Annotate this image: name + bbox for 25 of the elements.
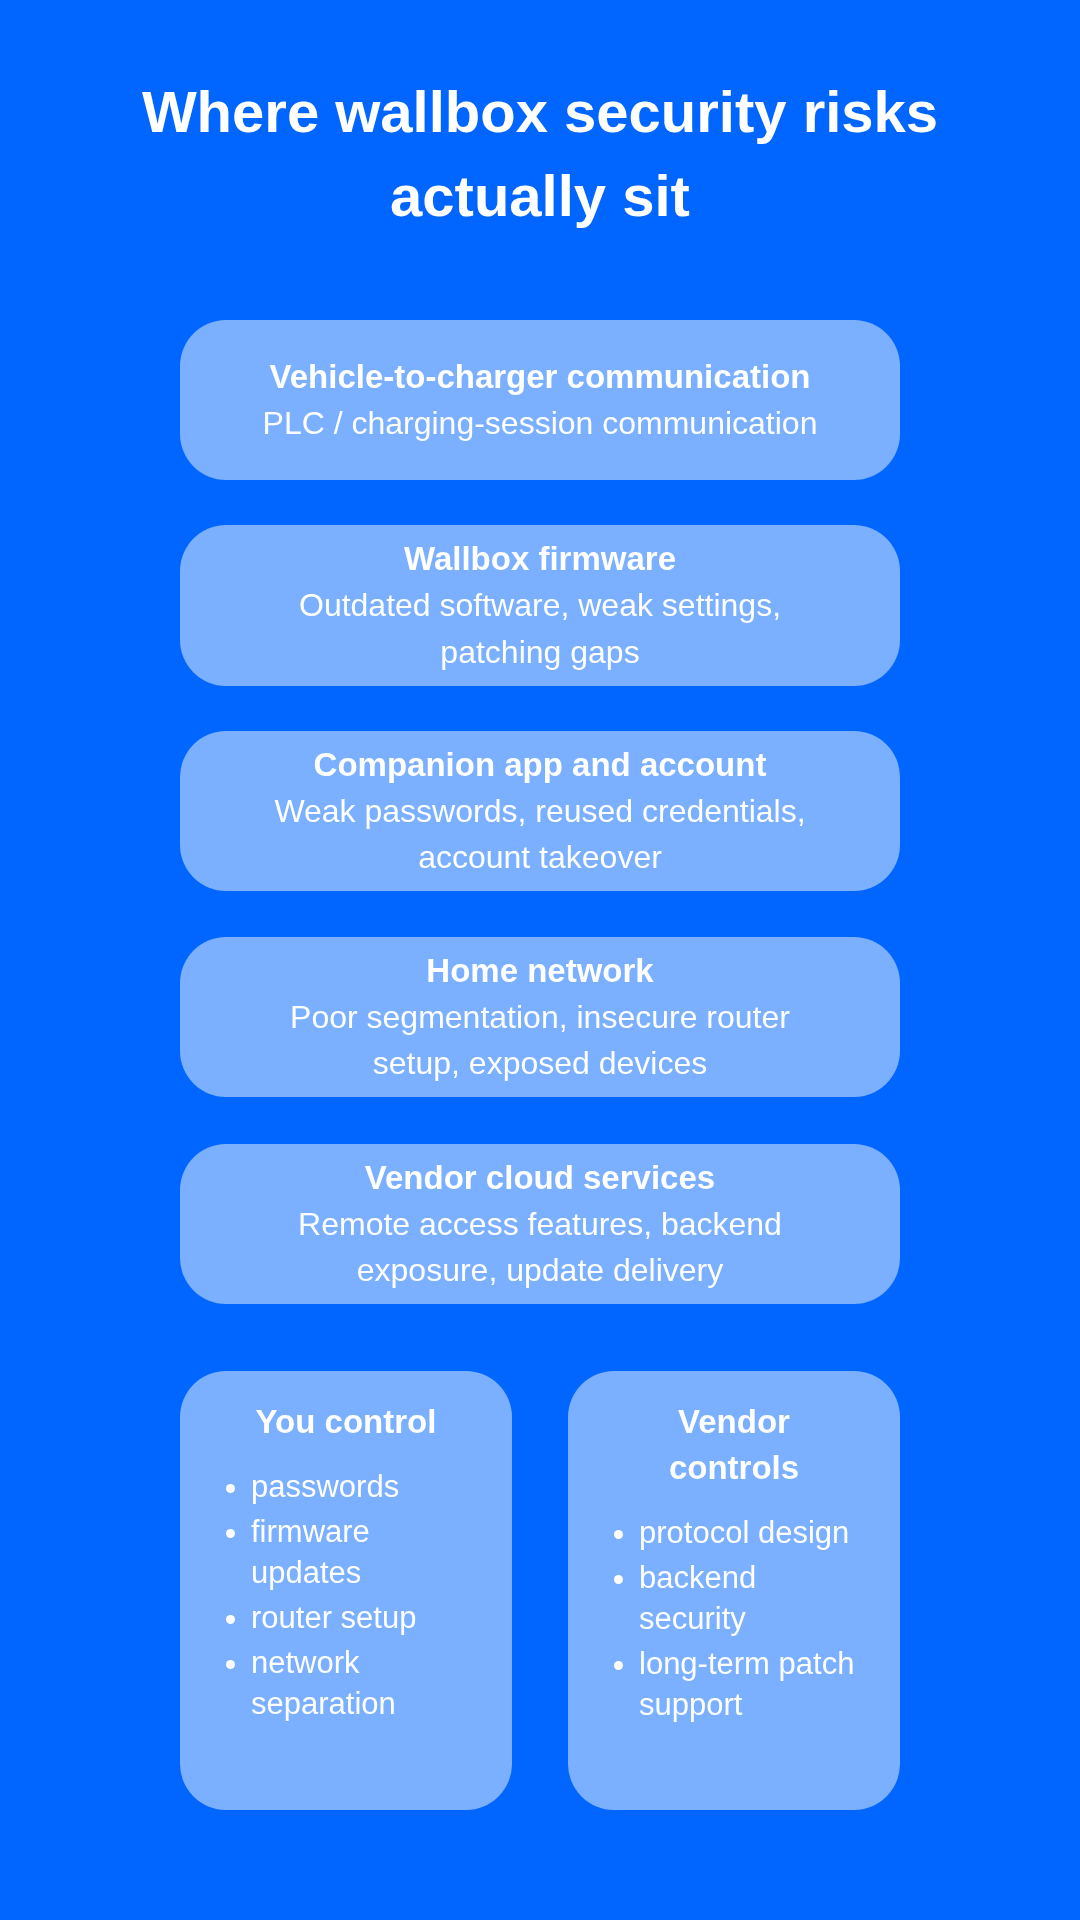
card-description: Poor segmentation, insecure router setup, exposed devices	[289, 997, 791, 1084]
risk-card	[568, 1371, 900, 1810]
risk-card	[180, 731, 900, 891]
card-heading: You control	[255, 1402, 437, 1442]
card-heading: Home network	[426, 950, 654, 991]
title: Where wallbox security risks actually sit	[140, 78, 940, 231]
bullet-item: protocol design	[639, 1514, 850, 1553]
bullet-item: passwords	[251, 1468, 400, 1507]
card-description: Outdated software, weak settings, patching gaps	[298, 586, 782, 672]
bullet-item: network separation	[251, 1643, 397, 1723]
card-description: Weak passwords, reused credentials, account takeover	[273, 791, 807, 878]
card-heading: Companion app and account	[313, 744, 767, 785]
risk-card	[180, 1371, 512, 1810]
card-description: Remote access features, backend exposure, update delivery	[297, 1204, 783, 1291]
risk-card	[180, 937, 900, 1097]
risk-card	[180, 1144, 900, 1304]
card-heading: Vendor controls	[667, 1402, 801, 1489]
card-heading: Wallbox firmware	[404, 539, 676, 579]
bullet-item: router setup	[251, 1598, 417, 1637]
card-heading: Vendor cloud services	[364, 1157, 716, 1198]
card-description: PLC / charging-session communication	[262, 403, 818, 443]
risk-card	[180, 525, 900, 686]
bullet-item: long-term patch support	[639, 1645, 856, 1724]
card-heading: Vehicle-to-charger communication	[269, 356, 811, 397]
risk-card	[180, 320, 900, 480]
